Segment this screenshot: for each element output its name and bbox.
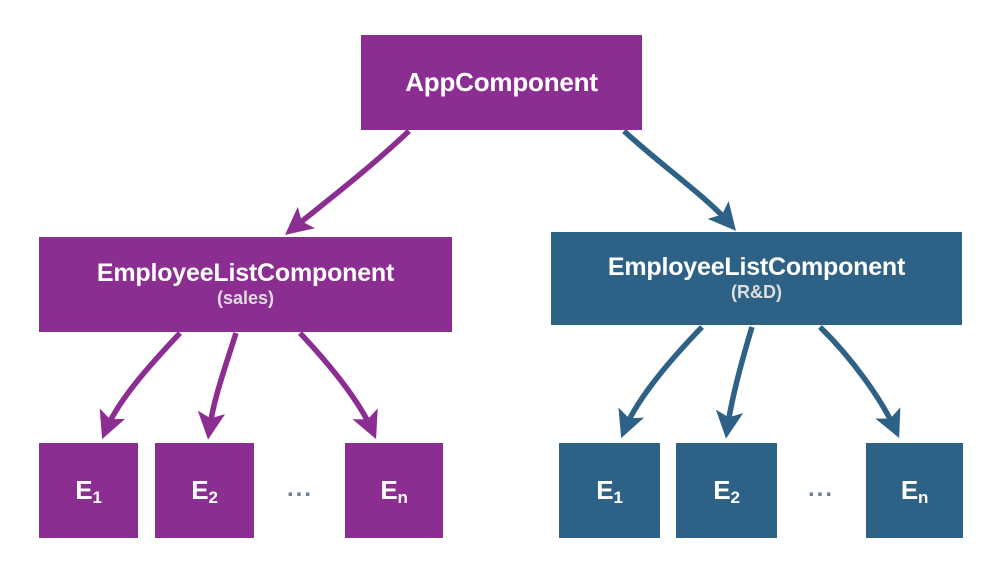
edge-rnd-to-e1 (618, 325, 704, 439)
node-employee-rnd-n-label: En (900, 474, 929, 507)
node-employee-list-rnd-sublabel: (R&D) (731, 281, 782, 302)
node-employee-list-sales-label: EmployeeListComponent (96, 259, 395, 288)
node-employee-rnd-2-subscript: 2 (730, 487, 740, 507)
node-employee-list-sales[interactable]: EmployeeListComponent (sales) (39, 237, 452, 332)
edge-rnd-to-en (818, 325, 901, 439)
node-employee-sales-n-base: E (380, 474, 398, 505)
node-employee-rnd-1[interactable]: E1 (559, 443, 660, 538)
node-app-component-label: AppComponent (405, 66, 598, 97)
node-employee-rnd-2[interactable]: E2 (676, 443, 777, 538)
node-employee-sales-n[interactable]: En (345, 443, 443, 538)
edge-sales-to-e2 (197, 332, 239, 440)
node-employee-list-rnd[interactable]: EmployeeListComponent (R&D) (551, 232, 962, 325)
edge-sales-to-en (297, 331, 378, 440)
node-app-component[interactable]: AppComponent (361, 35, 642, 130)
node-employee-sales-1[interactable]: E1 (39, 443, 138, 538)
node-employee-rnd-n[interactable]: En (866, 443, 963, 538)
node-employee-sales-1-base: E (75, 474, 93, 505)
node-employee-rnd-1-label: E1 (596, 474, 623, 507)
edge-sales-to-e1 (99, 331, 183, 440)
node-employee-list-sales-sublabel: (sales) (216, 287, 275, 308)
node-employee-rnd-2-label: E2 (713, 474, 740, 507)
ellipsis-sales: ... (286, 475, 313, 502)
node-employee-sales-2[interactable]: E2 (155, 443, 254, 538)
edge-rnd-to-e2 (715, 326, 755, 439)
node-employee-rnd-1-base: E (596, 474, 614, 505)
edge-app-to-sales (285, 129, 411, 235)
node-employee-rnd-2-base: E (713, 474, 731, 505)
node-employee-rnd-n-subscript: n (917, 487, 929, 507)
node-employee-sales-n-label: En (380, 474, 408, 507)
node-employee-sales-2-base: E (191, 474, 209, 505)
node-employee-list-rnd-label: EmployeeListComponent (607, 253, 906, 282)
node-employee-sales-n-subscript: n (397, 487, 408, 507)
node-employee-sales-1-subscript: 1 (92, 487, 102, 507)
ellipsis-rnd: ... (807, 475, 834, 502)
node-employee-rnd-1-subscript: 1 (613, 487, 623, 507)
node-employee-rnd-n-base: E (900, 474, 918, 505)
node-employee-sales-2-label: E2 (191, 474, 218, 507)
edge-app-to-rnd (622, 128, 736, 231)
node-employee-sales-1-label: E1 (75, 474, 102, 507)
node-employee-sales-2-subscript: 2 (208, 487, 218, 507)
